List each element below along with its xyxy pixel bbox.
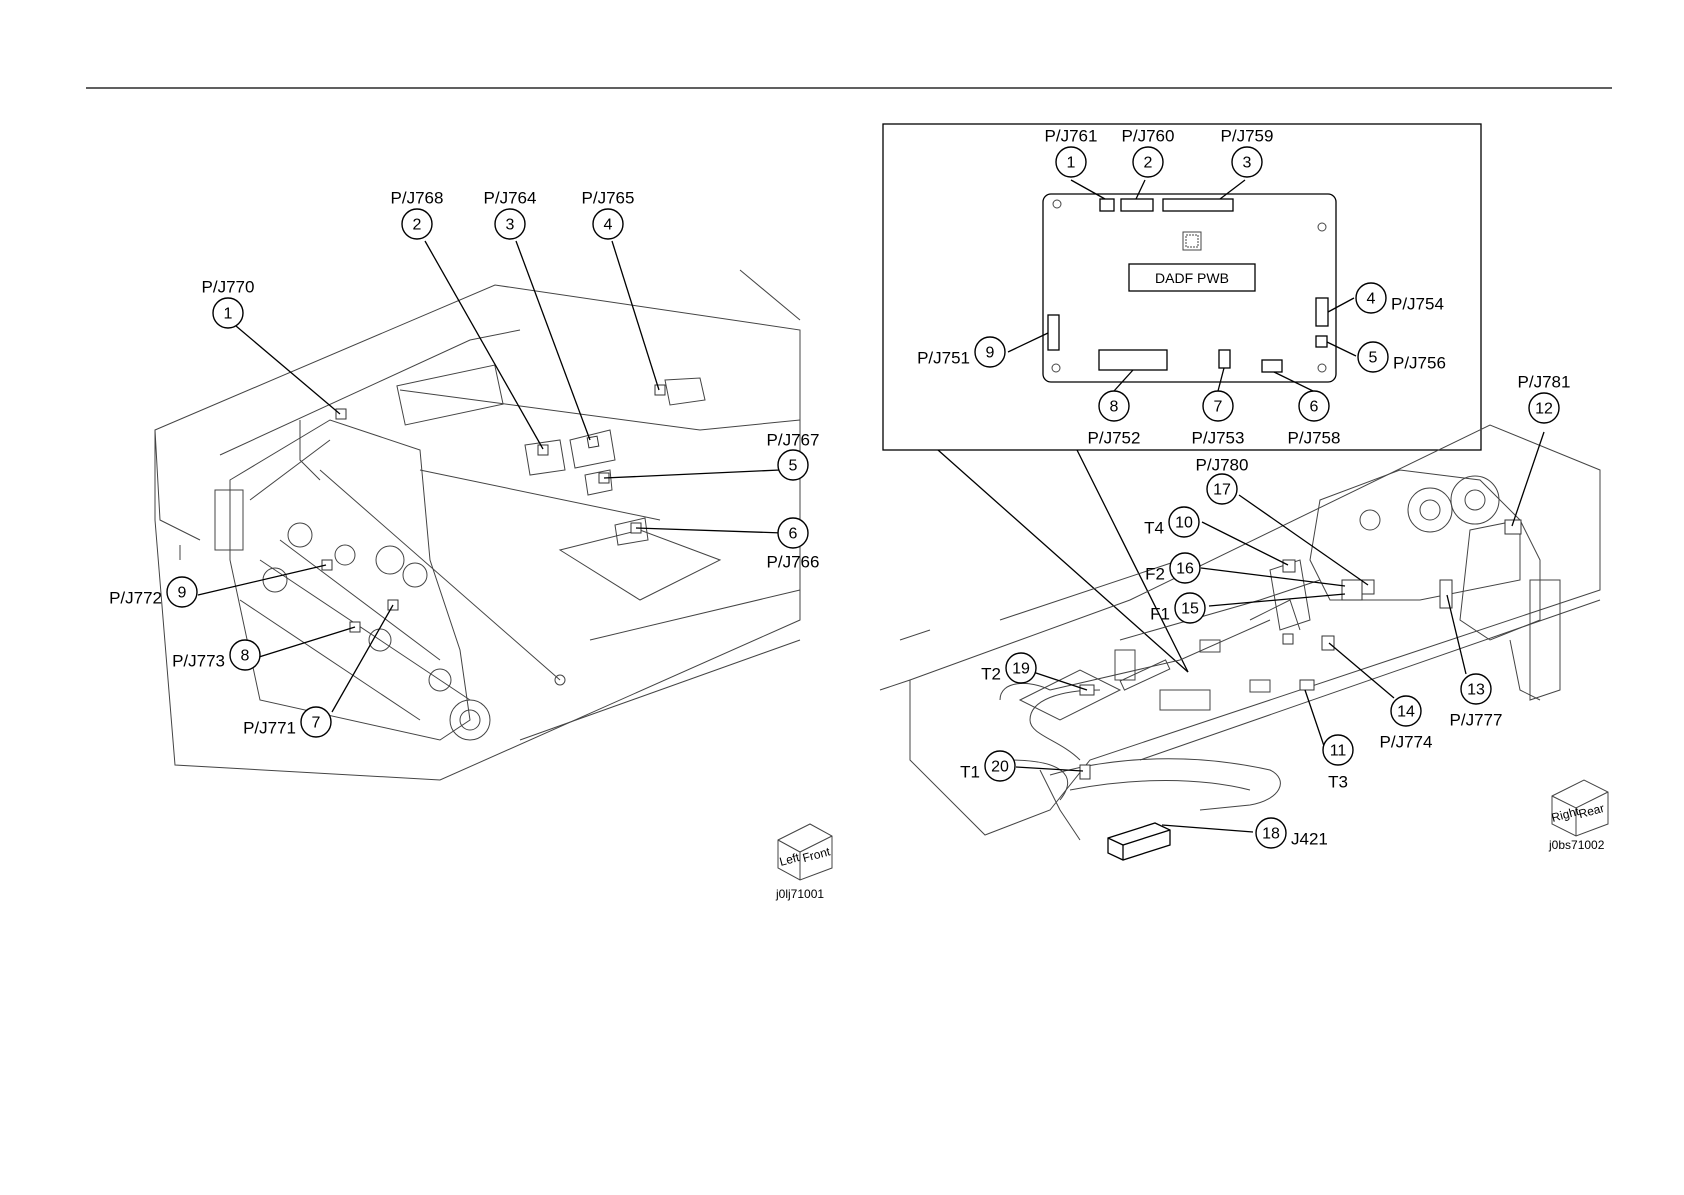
left-callout-label-6: P/J766 bbox=[767, 553, 820, 572]
right-callout-label-12: P/J781 bbox=[1518, 373, 1571, 392]
conn-j756 bbox=[1316, 336, 1327, 347]
left-orientation-front: Front bbox=[801, 844, 832, 865]
conn-j752 bbox=[1099, 350, 1167, 370]
left-callout-label-7: P/J771 bbox=[243, 719, 296, 738]
conn-j751 bbox=[1048, 315, 1059, 350]
left-dadf-body bbox=[155, 270, 800, 780]
right-callout-label-7: P/J753 bbox=[1192, 429, 1245, 448]
left-figure-code: j0lj71001 bbox=[775, 887, 824, 901]
right-callout-label-15: F1 bbox=[1150, 605, 1170, 624]
left-callout-label-8: P/J773 bbox=[172, 652, 225, 671]
left-callout-number-3: 3 bbox=[506, 217, 515, 234]
left-callout-number-8: 8 bbox=[241, 648, 250, 665]
right-callout-label-8: P/J752 bbox=[1088, 429, 1141, 448]
left-orientation-left: Left bbox=[778, 850, 802, 869]
right-callout-label-3: P/J759 bbox=[1221, 127, 1274, 146]
right-callout-number-4: 4 bbox=[1367, 291, 1376, 308]
board-label: DADF PWB bbox=[1155, 270, 1229, 286]
conn-j760 bbox=[1121, 199, 1153, 211]
right-callout-label-2: P/J760 bbox=[1122, 127, 1175, 146]
right-callout-number-16: 16 bbox=[1176, 561, 1194, 578]
left-callout-number-1: 1 bbox=[224, 306, 233, 323]
right-callout-number-2: 2 bbox=[1144, 155, 1153, 172]
right-callout-label-6: P/J758 bbox=[1288, 429, 1341, 448]
right-callout-number-17: 17 bbox=[1213, 482, 1231, 499]
right-orientation-cube: Right Rear bbox=[1550, 780, 1608, 836]
right-callout-number-18: 18 bbox=[1262, 826, 1280, 843]
right-callout-number-6: 6 bbox=[1310, 399, 1319, 416]
pwb-inset-box bbox=[883, 124, 1481, 450]
right-callout-label-9: P/J751 bbox=[917, 349, 970, 368]
conn-j759 bbox=[1163, 199, 1233, 211]
right-dadf-body bbox=[880, 425, 1600, 860]
inset-leader-left bbox=[938, 450, 1188, 672]
right-callout-number-20: 20 bbox=[991, 759, 1009, 776]
right-callout-number-12: 12 bbox=[1535, 401, 1553, 418]
conn-j761 bbox=[1100, 199, 1114, 211]
left-leader-lines bbox=[198, 241, 783, 712]
left-callouts: 1 P/J770 2 P/J768 3 P/J764 4 P/J765 5 P/J767 6P/J7… bbox=[109, 189, 819, 738]
conn-j753 bbox=[1219, 350, 1230, 368]
left-orientation-cube: Left Front bbox=[778, 824, 832, 880]
right-callout-label-5: P/J756 bbox=[1393, 354, 1446, 373]
conn-j754 bbox=[1316, 298, 1328, 326]
right-callout-label-4: P/J754 bbox=[1391, 295, 1444, 314]
right-callout-label-19: T2 bbox=[981, 665, 1001, 684]
right-callout-label-20: T1 bbox=[960, 763, 980, 782]
left-callout-label-2: P/J768 bbox=[391, 189, 444, 208]
right-callout-number-9: 9 bbox=[986, 345, 995, 362]
right-callout-number-13: 13 bbox=[1467, 682, 1485, 699]
right-callout-label-11: T3 bbox=[1328, 773, 1348, 792]
right-figure: DADF PWB bbox=[880, 124, 1608, 860]
right-callout-number-11: 11 bbox=[1330, 743, 1347, 760]
right-callout-number-8: 8 bbox=[1110, 399, 1119, 416]
right-callout-label-10: T4 bbox=[1144, 519, 1164, 538]
left-callout-label-3: P/J764 bbox=[484, 189, 537, 208]
left-callout-number-9: 9 bbox=[178, 585, 187, 602]
right-figure-code: j0bs71002 bbox=[1548, 838, 1605, 852]
left-callout-number-7: 7 bbox=[312, 715, 321, 732]
right-callout-label-17: P/J780 bbox=[1196, 456, 1249, 475]
right-orientation-rear: Rear bbox=[1577, 801, 1606, 821]
right-callout-label-13: P/J777 bbox=[1450, 711, 1503, 730]
left-callout-number-5: 5 bbox=[789, 458, 798, 475]
left-callout-number-4: 4 bbox=[604, 217, 613, 234]
left-callout-label-4: P/J765 bbox=[582, 189, 635, 208]
left-callout-label-9: P/J772 bbox=[109, 589, 162, 608]
left-callout-label-5: P/J767 bbox=[767, 431, 820, 450]
right-callout-number-3: 3 bbox=[1243, 155, 1252, 172]
right-callout-number-1: 1 bbox=[1067, 155, 1076, 172]
left-callout-number-6: 6 bbox=[789, 526, 798, 543]
left-callout-label-1: P/J770 bbox=[202, 278, 255, 297]
right-callout-label-16: F2 bbox=[1145, 565, 1165, 584]
right-callout-number-10: 10 bbox=[1175, 515, 1193, 532]
right-body-leaders bbox=[1016, 432, 1544, 832]
left-figure: Left Front j0lj71001 1P/J7702P/J7683P/J7… bbox=[109, 189, 832, 902]
right-callout-number-5: 5 bbox=[1369, 350, 1378, 367]
right-callout-label-18: J421 bbox=[1291, 830, 1328, 849]
right-callout-label-1: P/J761 bbox=[1045, 127, 1098, 146]
right-callout-number-7: 7 bbox=[1214, 399, 1223, 416]
left-callout-number-2: 2 bbox=[413, 217, 422, 234]
dadf-pwb-board: DADF PWB bbox=[1043, 194, 1336, 382]
conn-j758 bbox=[1262, 360, 1282, 372]
right-callout-number-14: 14 bbox=[1397, 704, 1415, 721]
right-callout-number-15: 15 bbox=[1181, 601, 1199, 618]
right-callout-number-19: 19 bbox=[1012, 661, 1030, 678]
right-callout-label-14: P/J774 bbox=[1380, 733, 1433, 752]
